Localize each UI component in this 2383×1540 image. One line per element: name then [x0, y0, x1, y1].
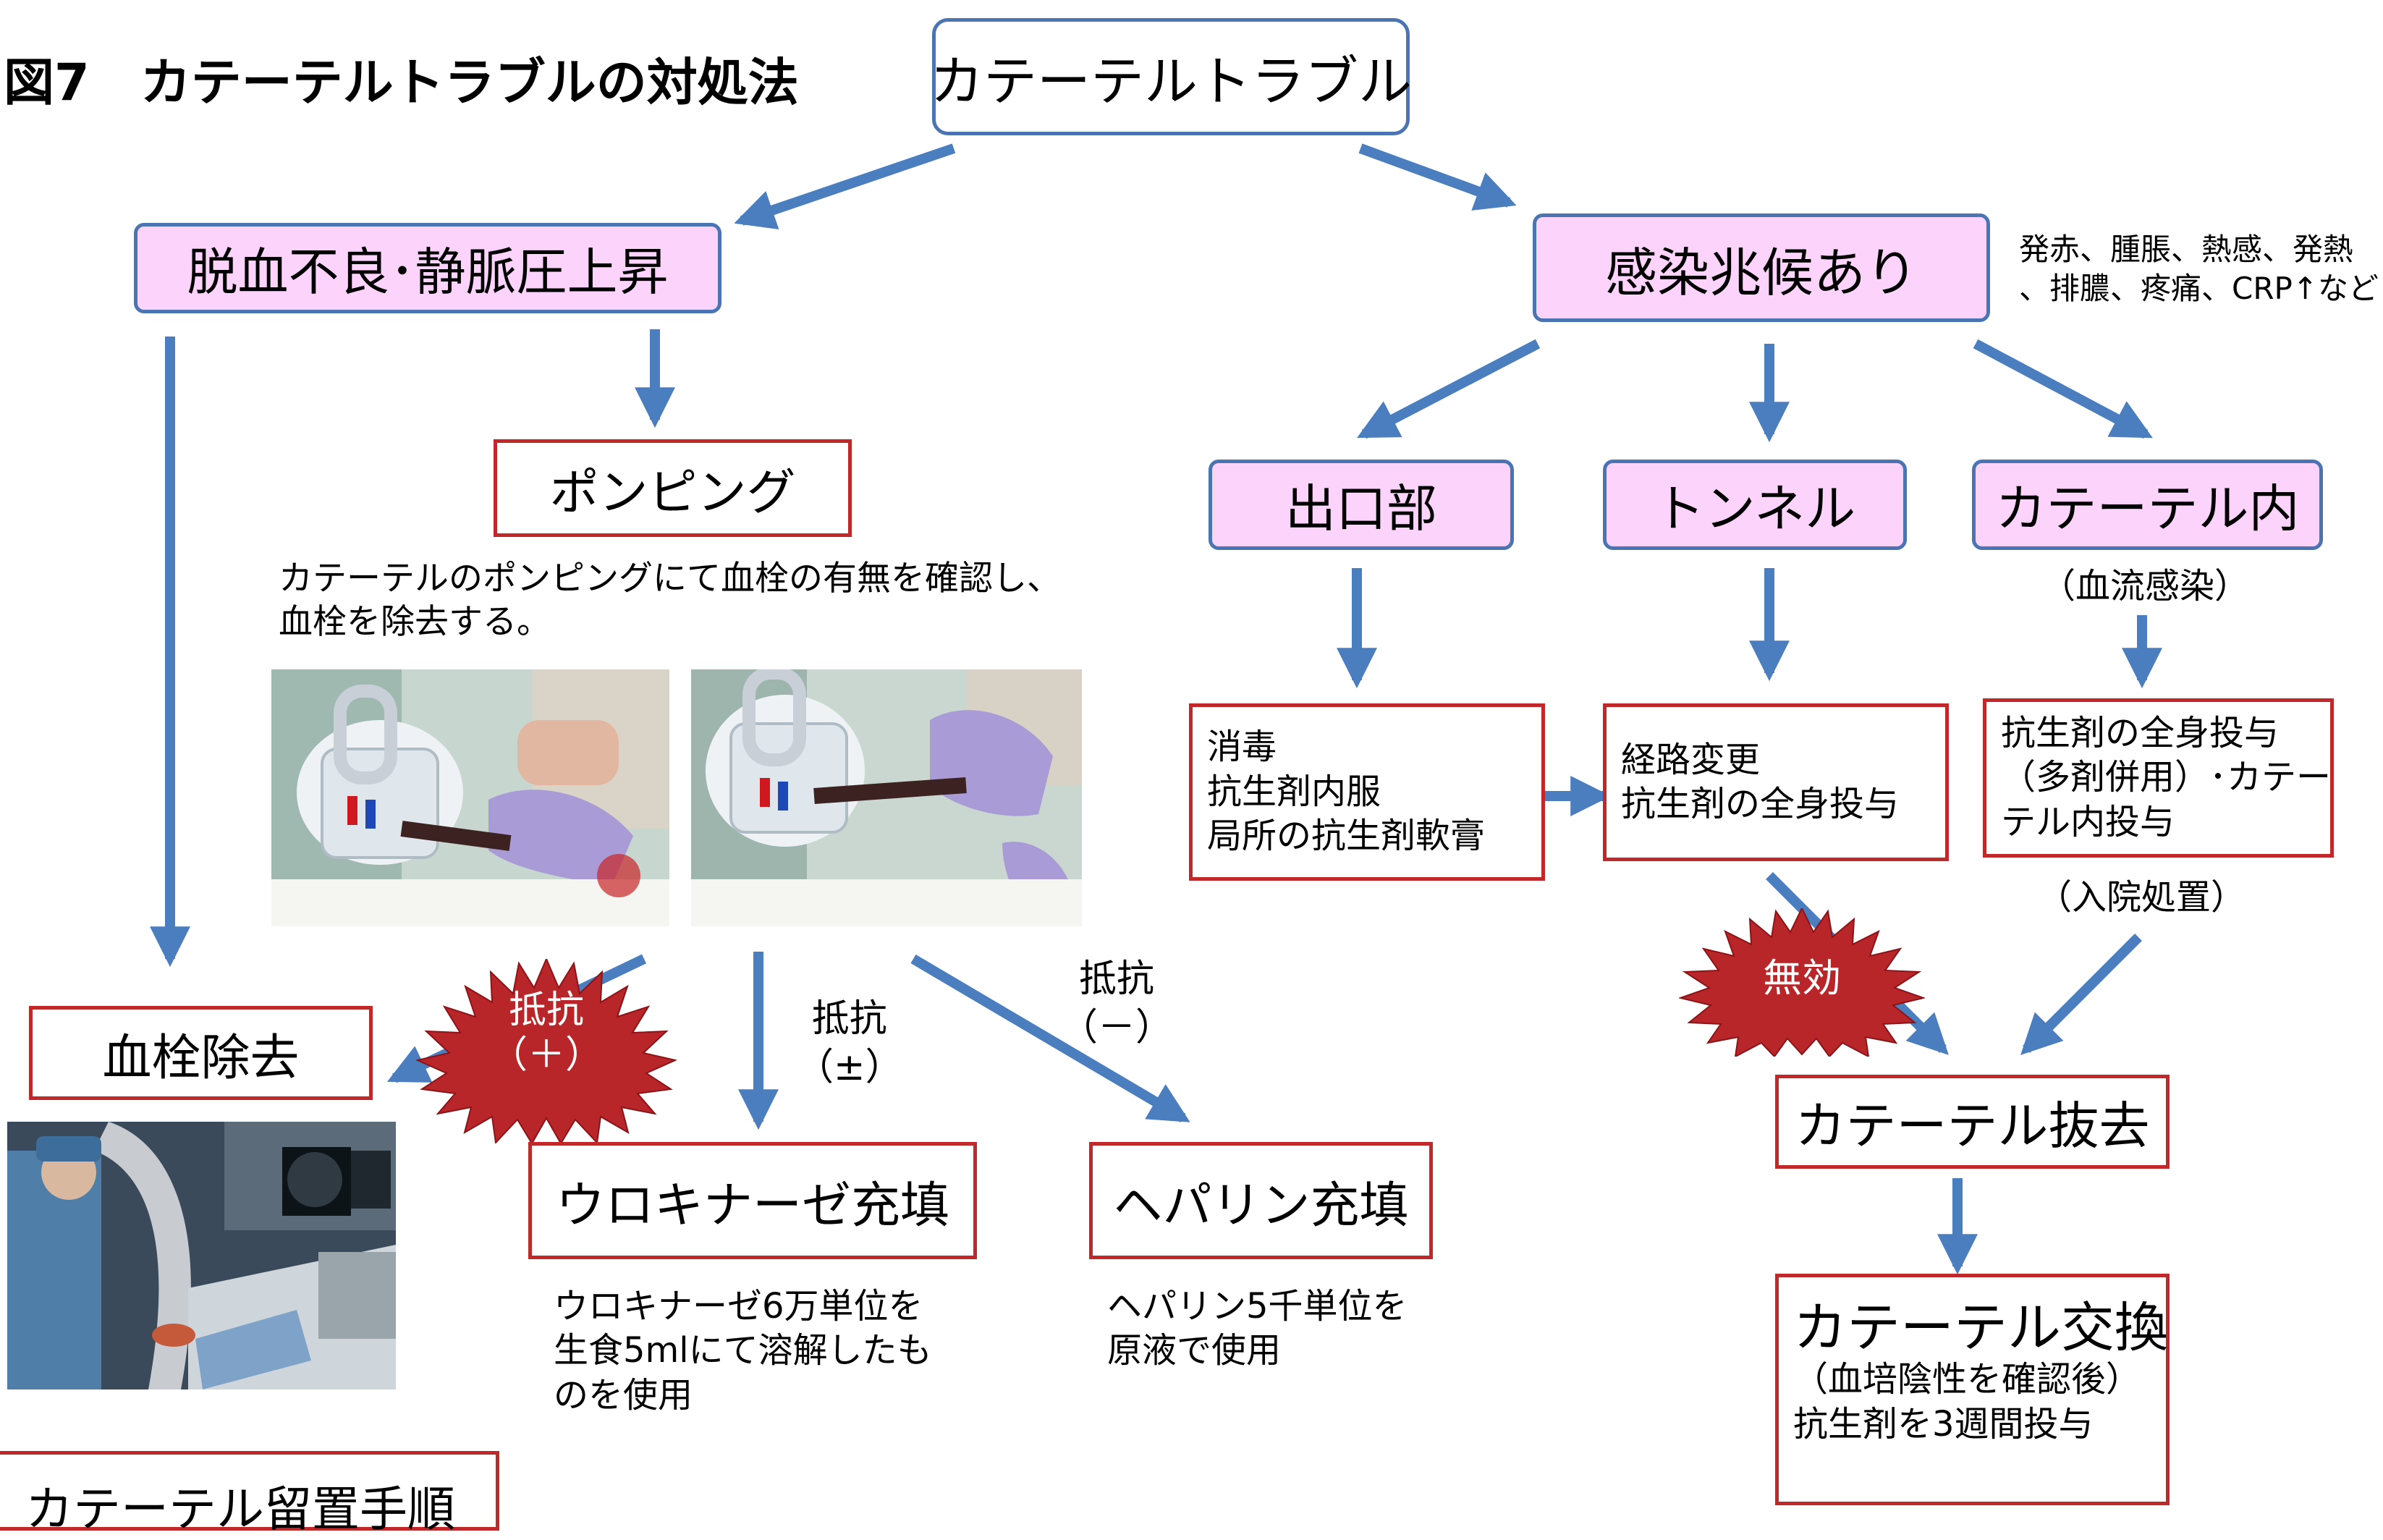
- pumping-photo-2: [691, 669, 1082, 926]
- tunnel-label: トンネル: [1654, 479, 1856, 538]
- pumping-photo-1: [271, 669, 669, 926]
- arrow-intra-to-removal: [2020, 934, 2142, 1055]
- exit-treatment-node: 消毒 抗生剤内服 局所の抗生剤軟膏: [1189, 703, 1545, 881]
- left-heading-label: 脱血不良･静脈圧上昇: [187, 242, 669, 302]
- placement-procedure-label: カテーテル留置手順: [25, 1481, 455, 1537]
- heparin-note: ヘパリン5千単位を 原液で使用: [1107, 1286, 1408, 1371]
- intra-catheter-label: カテーテル内: [1995, 479, 2300, 538]
- arrow-right-to-intra: [1973, 339, 2153, 439]
- tunnel-node: トンネル: [1603, 460, 1907, 550]
- intra-catheter-node: カテーテル内: [1972, 460, 2323, 550]
- symptoms-note: 発赤、腫脹、熱感、発熱 、排膿、疼痛、CRP↑など: [2019, 232, 2379, 306]
- exchange-node: カテーテル交換 （血培陰性を確認後） 抗生剤を3週間投与: [1775, 1274, 2170, 1505]
- pumping-label: ポンピング: [549, 465, 796, 522]
- heparin-node: ヘパリン充填: [1089, 1142, 1433, 1259]
- arrow-root-to-right: [1358, 143, 1517, 211]
- resist-pm-label: 抵抗 （±）: [796, 997, 903, 1089]
- resist-plus-label: 抵抗 （＋）: [489, 989, 603, 1078]
- resist-minus-label: 抵抗 （－）: [1060, 957, 1174, 1049]
- blood-infection-label: （血流感染）: [2041, 566, 2250, 606]
- procedure-photo: [7, 1122, 396, 1389]
- heparin-label: ヘパリン充填: [1113, 1177, 1409, 1235]
- removal-label: カテーテル抜去: [1795, 1096, 2150, 1156]
- right-heading-label: 感染兆候あり: [1604, 242, 1918, 303]
- arrow-pumping-to-heparin: [910, 954, 1190, 1123]
- exit-treatment-label: 消毒 抗生剤内服 局所の抗生剤軟膏: [1207, 727, 1486, 857]
- removal-node: カテーテル抜去: [1775, 1075, 2170, 1169]
- intra-treatment-label: 抗生剤の全身投与 （多剤併用）･カテー テル内投与: [2001, 712, 2332, 842]
- intra-treatment-node: 抗生剤の全身投与 （多剤併用）･カテー テル内投与: [1983, 698, 2334, 858]
- exchange-label: カテーテル交換: [1793, 1297, 2168, 1359]
- exit-site-label: 出口部: [1285, 479, 1437, 538]
- tunnel-treatment-node: 経路変更 抗生剤の全身投与: [1603, 703, 1949, 861]
- figure-title: 図7 カテーテルトラブルの対処法: [4, 53, 799, 112]
- pumping-node: ポンピング: [494, 439, 852, 537]
- root-label: カテーテルトラブル: [930, 50, 1412, 113]
- urokinase-note: ウロキナーゼ6万単位を 生食5mlにて溶解したも のを使用: [554, 1286, 932, 1416]
- arrow-root-to-left: [734, 143, 956, 230]
- urokinase-label: ウロキナーゼ充填: [555, 1177, 949, 1235]
- resist-plus-star: [416, 959, 677, 1143]
- urokinase-node: ウロキナーゼ充填: [528, 1142, 977, 1259]
- placement-procedure-node: カテーテル留置手順: [0, 1451, 499, 1537]
- ineffective-star: [1679, 908, 1925, 1057]
- thrombus-removal-label: 血栓除去: [102, 1029, 300, 1087]
- exchange-note: （血培陰性を確認後） 抗生剤を3週間投与: [1793, 1359, 2141, 1444]
- tunnel-treatment-label: 経路変更 抗生剤の全身投与: [1621, 739, 1900, 824]
- ineffective-label: 無効: [1763, 955, 1841, 1001]
- right-heading-node: 感染兆候あり: [1533, 213, 1990, 322]
- thrombus-removal-node: 血栓除去: [29, 1006, 373, 1100]
- left-heading-node: 脱血不良･静脈圧上昇: [134, 223, 721, 313]
- exit-site-node: 出口部: [1209, 460, 1514, 550]
- arrow-right-to-exit: [1357, 339, 1541, 439]
- hospitalization-label: （入院処置）: [2037, 877, 2246, 918]
- pumping-note: カテーテルのポンピングにて血栓の有無を確認し、 血栓を除去する。: [279, 559, 1061, 643]
- root-node: カテーテルトラブル: [930, 18, 1412, 135]
